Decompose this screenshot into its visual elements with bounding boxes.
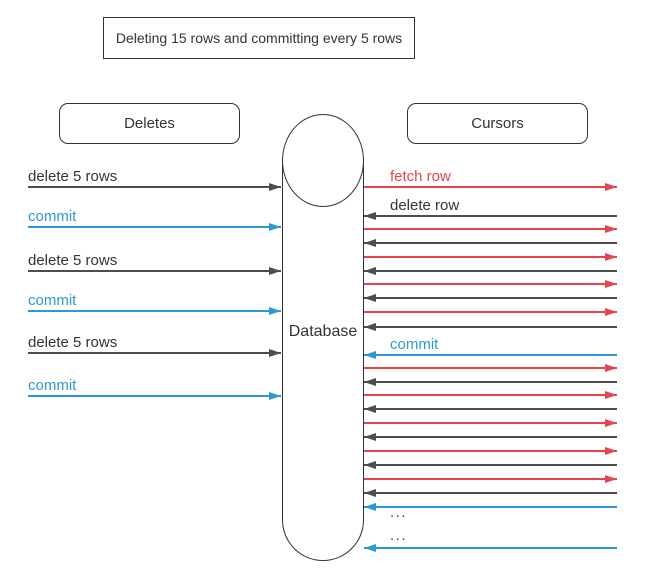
cursors-message-arrow-right: [364, 475, 617, 483]
cursors-message-arrow-left: [364, 239, 617, 247]
cursors-message-label: delete row: [390, 197, 460, 214]
cursors-message-arrow-right: [364, 225, 617, 233]
title-box: Deleting 15 rows and committing every 5 …: [103, 17, 415, 59]
arrowhead-right-icon: [269, 307, 281, 315]
arrowhead-left-icon: [364, 267, 376, 275]
database-label: Database: [288, 323, 358, 340]
deletes-message-label: delete 5 rows: [28, 252, 118, 269]
cursors-message-arrow-left: [364, 544, 617, 552]
deletes-message-arrow-right: [28, 392, 281, 400]
cursors-message-arrow-right: [364, 447, 617, 455]
deletes-message-label: delete 5 rows: [28, 334, 118, 351]
cursors-message-arrow-left: [364, 503, 617, 511]
arrowhead-right-icon: [269, 267, 281, 275]
arrowhead-left-icon: [364, 461, 376, 469]
ellipsis-label: ...: [390, 504, 408, 521]
arrowhead-left-icon: [364, 405, 376, 413]
cursors-message-arrow-left: [364, 461, 617, 469]
arrowhead-right-icon: [605, 475, 617, 483]
deletes-message-arrow-right: [28, 183, 281, 191]
cursors-message-arrow-left: [364, 489, 617, 497]
cursors-message-arrow-right: [364, 391, 617, 399]
cursors-message-label: commit: [390, 336, 439, 353]
arrowhead-right-icon: [605, 419, 617, 427]
arrowhead-right-icon: [605, 447, 617, 455]
arrowhead-left-icon: [364, 544, 376, 552]
cursors-header-label: Cursors: [471, 115, 524, 132]
deletes-header-box: Deletes: [59, 103, 240, 144]
deletes-message-label: commit: [28, 377, 77, 394]
arrowhead-right-icon: [605, 308, 617, 316]
deletes-message-label: commit: [28, 208, 77, 225]
deletes-header-label: Deletes: [124, 115, 175, 132]
ellipsis-label: ...: [390, 527, 408, 544]
arrowhead-left-icon: [364, 239, 376, 247]
arrowhead-left-icon: [364, 489, 376, 497]
cursors-message-arrow-left: [364, 378, 617, 386]
cursors-message-arrow-left: [364, 294, 617, 302]
deletes-message-arrow-right: [28, 349, 281, 357]
title-text: Deleting 15 rows and committing every 5 …: [115, 30, 403, 46]
arrowhead-right-icon: [605, 225, 617, 233]
cursors-message-arrow-right: [364, 419, 617, 427]
cursors-message-arrow-right: [364, 364, 617, 372]
arrowhead-left-icon: [364, 212, 376, 220]
arrowhead-right-icon: [269, 392, 281, 400]
arrowhead-left-icon: [364, 433, 376, 441]
arrowhead-right-icon: [605, 364, 617, 372]
cursors-message-arrow-left: [364, 212, 617, 220]
arrowhead-left-icon: [364, 294, 376, 302]
arrowhead-left-icon: [364, 503, 376, 511]
cursors-message-arrow-right: [364, 308, 617, 316]
cursors-message-arrow-right: [364, 183, 617, 191]
arrowhead-right-icon: [605, 253, 617, 261]
arrowhead-left-icon: [364, 323, 376, 331]
arrowhead-left-icon: [364, 351, 376, 359]
deletes-message-arrow-right: [28, 267, 281, 275]
cursors-message-arrow-right: [364, 280, 617, 288]
arrowhead-right-icon: [269, 183, 281, 191]
cursors-message-arrow-left: [364, 433, 617, 441]
cursors-message-arrow-right: [364, 253, 617, 261]
cursors-message-arrow-left: [364, 267, 617, 275]
database-circle-icon: [282, 114, 364, 207]
arrowhead-right-icon: [269, 349, 281, 357]
arrowhead-right-icon: [605, 391, 617, 399]
deletes-message-label: delete 5 rows: [28, 168, 118, 185]
deletes-message-arrow-right: [28, 307, 281, 315]
arrowhead-right-icon: [605, 183, 617, 191]
arrowhead-right-icon: [605, 280, 617, 288]
cursors-message-arrow-left: [364, 405, 617, 413]
arrowhead-left-icon: [364, 378, 376, 386]
database-lifeline-body: [282, 161, 364, 561]
deletes-message-label: commit: [28, 292, 77, 309]
cursors-message-label: fetch row: [390, 168, 451, 185]
arrowhead-right-icon: [269, 223, 281, 231]
deletes-message-arrow-right: [28, 223, 281, 231]
cursors-message-arrow-left: [364, 351, 617, 359]
cursors-header-box: Cursors: [407, 103, 588, 144]
cursors-message-arrow-left: [364, 323, 617, 331]
